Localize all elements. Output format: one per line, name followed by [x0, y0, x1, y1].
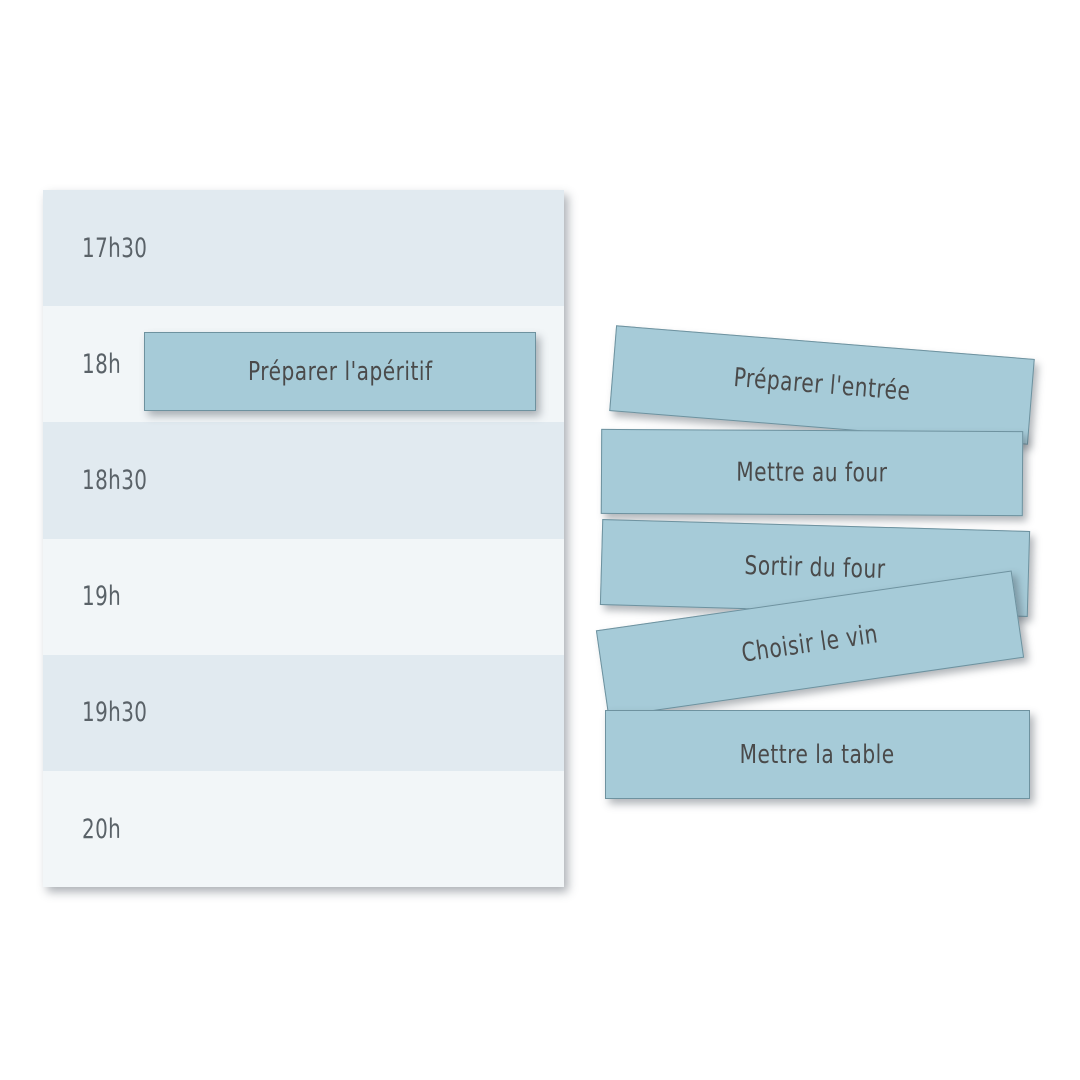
time-slot-label: 17h30 [82, 232, 148, 264]
task-card-label: Sortir du four [744, 551, 886, 585]
task-card-mettre-au-four[interactable]: Mettre au four [600, 428, 1024, 517]
task-card-mettre-la-table[interactable]: Mettre la table [605, 710, 1030, 799]
task-card-label: Mettre la table [739, 739, 896, 770]
time-slot-label: 20h [82, 813, 122, 845]
time-slot-row[interactable]: 20h [43, 770, 564, 887]
time-slot-row[interactable]: 19h [43, 538, 564, 655]
time-slot-label: 19h [82, 581, 122, 613]
task-card-label: Préparer l'entrée [732, 362, 912, 408]
scheduled-task-card[interactable]: Préparer l'apéritif [144, 332, 536, 411]
task-card-label: Préparer l'apéritif [247, 356, 433, 387]
task-card-label: Choisir le vin [739, 619, 881, 669]
task-card-preparer-lentree[interactable]: Préparer l'entrée [609, 325, 1035, 445]
task-card-label: Mettre au four [736, 457, 888, 488]
time-slot-label: 19h30 [82, 697, 148, 729]
time-slot-row[interactable]: 18h30 [43, 422, 564, 539]
time-slot-label: 18h [82, 348, 122, 380]
schedule-panel: 17h30 18h 18h30 19h 19h30 20h [43, 190, 564, 887]
time-slot-row[interactable]: 17h30 [43, 190, 564, 307]
time-slot-label: 18h30 [82, 464, 148, 496]
time-slot-row[interactable]: 19h30 [43, 654, 564, 771]
